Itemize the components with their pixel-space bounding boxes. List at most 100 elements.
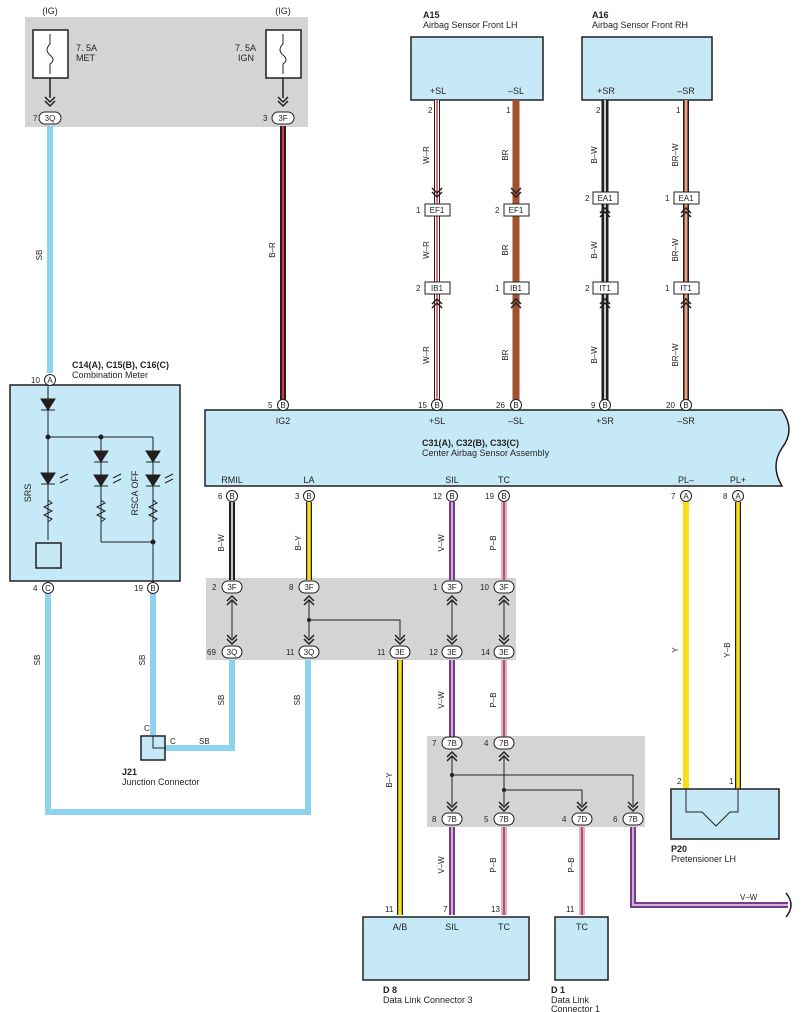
a16-pin1: +SR [597, 86, 615, 96]
a15-component [410, 36, 544, 101]
pin-conn: 7B [499, 739, 509, 748]
fuse-ign-name: IGN [238, 53, 254, 63]
conn-ib1: IB1 [510, 284, 523, 293]
pin-num: 3 [263, 114, 268, 123]
d1-name: Data Link [551, 995, 590, 1005]
p20-name: Pretensioner LH [671, 854, 736, 864]
d8-name: Data Link Connector 3 [383, 995, 473, 1005]
conn-ea1: EA1 [678, 194, 694, 203]
pin-num: 1 [433, 583, 438, 592]
pin-num: 2 [585, 284, 590, 293]
pin-conn: 3E [447, 648, 457, 657]
pretensioner-icon [685, 789, 739, 827]
pin-num: 7 [432, 739, 437, 748]
pin-num: 3 [295, 492, 300, 501]
conn-ib1: IB1 [431, 284, 444, 293]
pin-num: 1 [495, 284, 500, 293]
wire-label: BR–W [671, 143, 680, 167]
wire-label: BR [501, 244, 510, 255]
wire-label: W–R [422, 241, 431, 259]
pin-conn: 7B [447, 815, 457, 824]
fuse-icon [46, 34, 54, 74]
wire-label: BR [501, 349, 510, 360]
center-top-pins [277, 399, 692, 411]
pin-num: 8 [289, 583, 294, 592]
pin-conn: 3E [499, 648, 509, 657]
pin-num: 11 [385, 905, 394, 914]
pin-conn: B [501, 492, 506, 501]
wire-label: B–W [590, 346, 599, 364]
wire-label: B–W [217, 534, 226, 552]
pin-num: 9 [591, 401, 596, 410]
center-id: C31(A), C32(B), C33(C) [422, 438, 519, 448]
pin-conn: B [434, 401, 439, 410]
pin-num: 12 [433, 492, 442, 501]
pin-label: SIL [445, 922, 459, 932]
a15-pin1: +SL [430, 86, 446, 96]
wire-label: W–R [422, 346, 431, 364]
pin-conn: B [280, 401, 285, 410]
pin-conn: 3F [227, 583, 236, 592]
pin-num: 1 [506, 106, 511, 115]
wire-label: Y [671, 647, 680, 653]
pin-conn: 3Q [227, 648, 238, 657]
p20-id: P20 [671, 844, 687, 854]
pin-num: 1 [665, 194, 670, 203]
wire-label: BR [501, 149, 510, 160]
pin-num: 19 [134, 584, 143, 593]
wire-label: B–Y [385, 772, 394, 788]
meter-srs-label: SRS [23, 484, 33, 503]
fuse-met-name: MET [76, 53, 96, 63]
pin-label: RMIL [221, 475, 243, 485]
pretensioner-lh [670, 788, 780, 840]
wire-label: W–R [422, 146, 431, 164]
pin-num: 10 [480, 583, 489, 592]
pin-num: 15 [418, 401, 427, 410]
pin-conn: B [602, 401, 607, 410]
pin-conn: 3Q [45, 114, 56, 123]
meter-id: C14(A), C15(B), C16(C) [72, 360, 169, 370]
a16-name: Airbag Sensor Front RH [592, 20, 688, 30]
pin-num: 5 [484, 815, 489, 824]
pin-label: A/B [393, 922, 408, 932]
pin-conn: 3F [304, 583, 313, 592]
pin-num: 7 [671, 492, 676, 501]
wire-label: P–B [489, 692, 498, 707]
pin-label: PL– [678, 475, 694, 485]
pin-conn: C [45, 584, 51, 593]
pin-label: +SL [429, 416, 445, 426]
pin-num: 2 [677, 777, 682, 786]
wire-label: SB [138, 655, 147, 666]
pin-label: SIL [445, 475, 459, 485]
pin-num: 19 [485, 492, 494, 501]
pin-num: 11 [566, 905, 575, 914]
pin-num: 1 [665, 284, 670, 293]
meter-name: Combination Meter [72, 370, 148, 380]
conn-ef1: EF1 [430, 206, 445, 215]
pin-num: 1 [676, 106, 681, 115]
pin-conn: A [735, 492, 741, 501]
pin-conn: 3F [278, 114, 287, 123]
pin-conn: B [449, 492, 454, 501]
a15-id: A15 [423, 10, 440, 20]
pin-num: 10 [31, 376, 40, 385]
pin-conn: C [170, 737, 176, 746]
pin-num: 20 [666, 401, 675, 410]
pin-conn: 3E [395, 648, 405, 657]
data-link-connector-3 [362, 916, 530, 981]
fuse-met: (IG) 7. 5A MET [32, 6, 97, 98]
j21-name: Junction Connector [122, 777, 200, 787]
pin-num: 4 [562, 815, 567, 824]
pin-label: –SL [508, 416, 524, 426]
a16-id: A16 [592, 10, 609, 20]
a15-pin2: –SL [508, 86, 524, 96]
conn-it1: IT1 [680, 284, 692, 293]
wire-label: Y–B [723, 642, 732, 657]
wire-label: SB [199, 737, 210, 746]
pin-num: 13 [491, 905, 500, 914]
pin-conn: B [229, 492, 234, 501]
meter-rsca-label: RSCA OFF [130, 470, 140, 516]
wire-label: BR–W [671, 238, 680, 262]
pin-label: TC [576, 922, 588, 932]
